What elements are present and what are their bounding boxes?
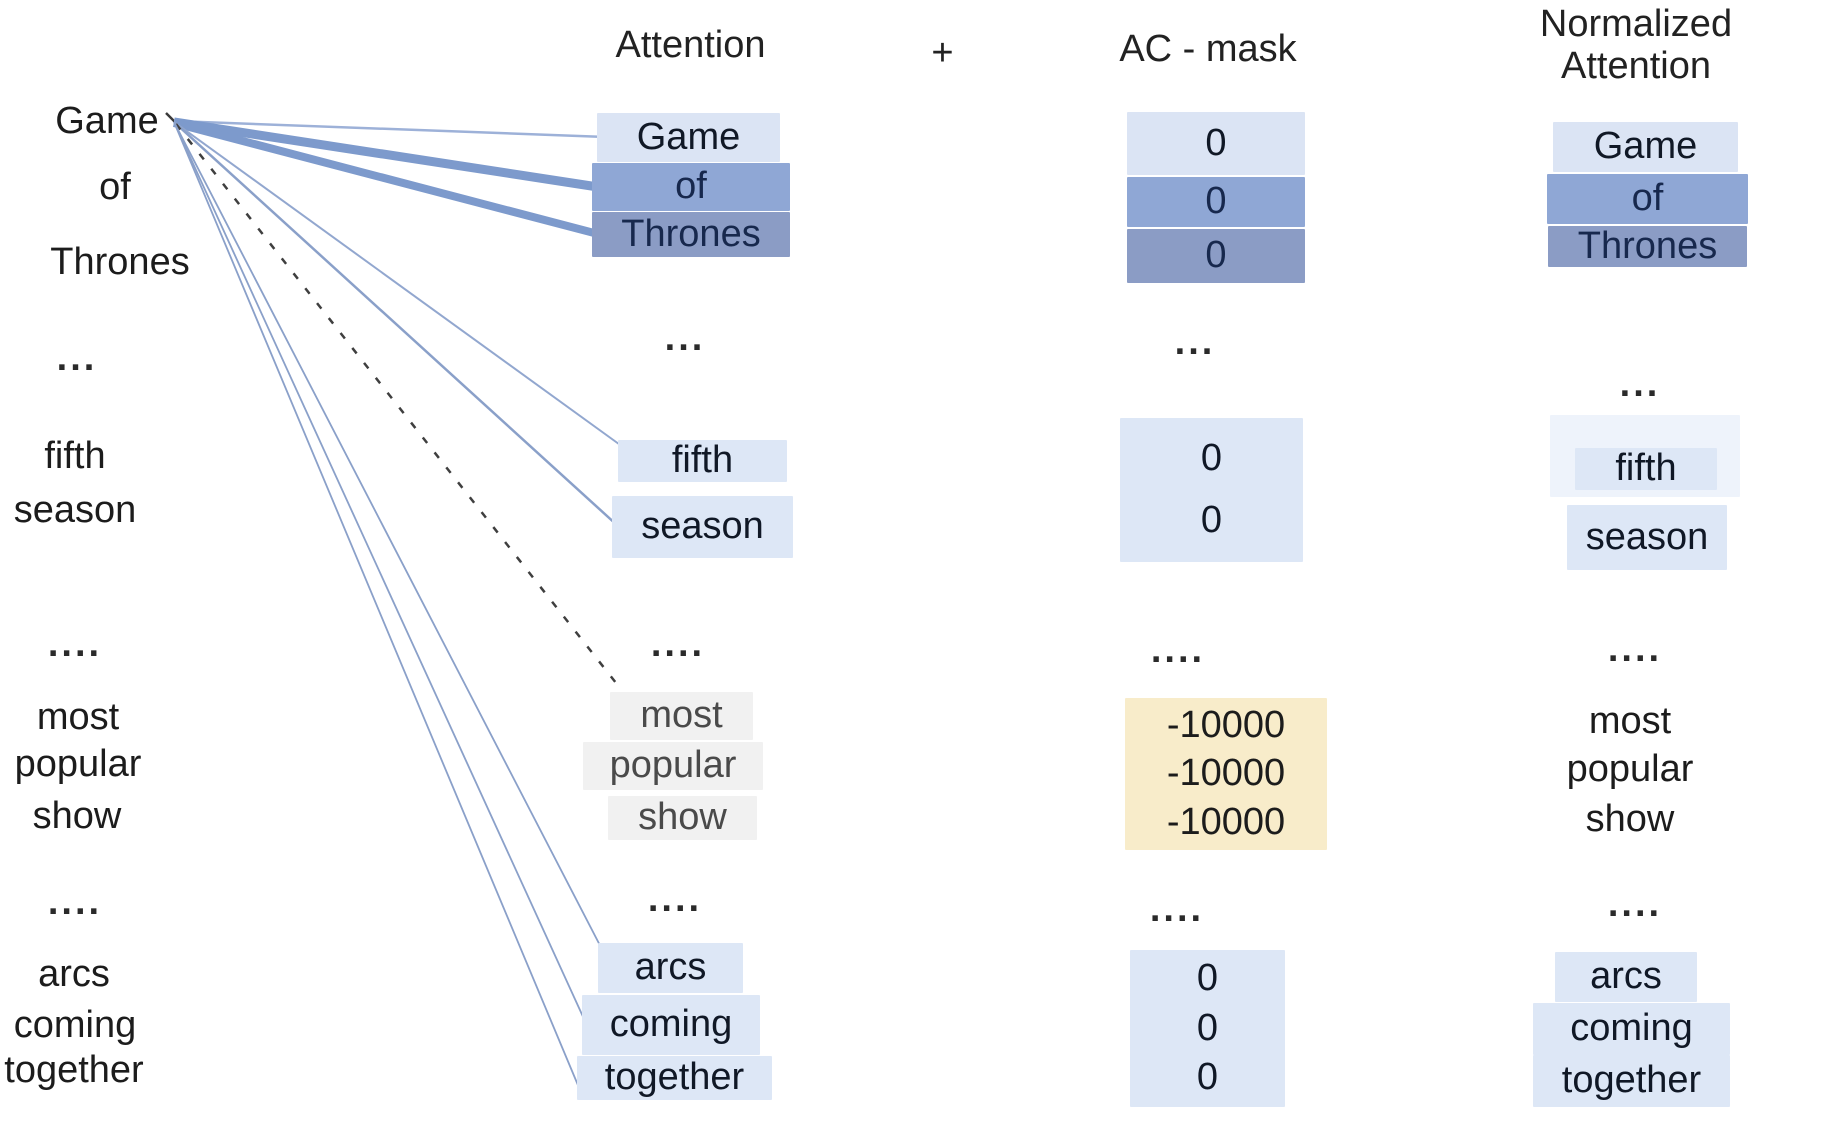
line-to-together [173,121,581,1091]
attention-box-together: together [577,1056,772,1100]
source-token-coming: coming [13,1004,137,1047]
ac-mask-zero-of: 0 [1127,177,1305,227]
attention-ellipsis-1: ... [664,317,706,360]
ac-mask-ellipsis-2: .... [1150,629,1206,672]
normalized-token-show: show [1585,798,1675,841]
normalized-box-coming: coming [1533,1003,1730,1055]
attention-ellipsis-3: .... [647,878,703,921]
ac-mask-zero-coming: 0 [1196,1006,1219,1049]
attention-box-season: season [612,496,793,558]
ac-mask-zero-season: 0 [1200,499,1223,542]
dashed-line-to-most [175,123,621,689]
ac-mask-negative-block: -10000 -10000 -10000 [1125,698,1327,850]
normalized-token-popular: popular [1566,748,1694,791]
line-to-thrones [172,119,600,238]
normalized-ellipsis-3: .... [1607,883,1663,926]
source-token-popular: popular [14,743,142,786]
attention-column-header: Attention [615,24,766,67]
line-to-season [173,121,619,527]
attention-box-fifth: fifth [618,439,787,482]
line-to-game [173,119,607,139]
attention-box-of: of [592,163,790,211]
ac-mask-ellipsis-3: .... [1149,888,1205,931]
attention-box-arcs: arcs [598,943,743,993]
source-token-show: show [32,795,122,838]
source-ellipsis-1: ... [56,337,98,380]
source-token-thrones: Thrones [50,241,190,284]
ac-mask-zero-game: 0 [1127,112,1305,175]
source-token-season: season [13,489,137,532]
attention-box-game: Game [597,113,780,162]
ac-mask-zero-pair: 0 0 [1120,418,1303,562]
line-to-fifth [173,121,624,448]
plus-operator: + [931,32,954,75]
attention-box-show: show [608,796,757,840]
source-ellipsis-3: .... [47,881,103,924]
normalized-box-together: together [1533,1055,1730,1107]
normalized-box-season: season [1567,505,1727,570]
ac-mask-zero-thrones: 0 [1127,229,1305,283]
source-token-together: together [4,1049,144,1092]
source-token-game: Game [55,100,159,143]
normalized-token-most: most [1588,700,1672,743]
attention-box-thrones: Thrones [592,212,790,257]
ac-mask-neg-popular: -10000 [1166,752,1286,795]
ac-mask-neg-most: -10000 [1166,703,1286,746]
source-ellipsis-2: .... [47,623,103,666]
ac-mask-neg-show: -10000 [1166,800,1286,843]
attention-ellipsis-2: .... [650,623,706,666]
attention-box-coming: coming [582,995,760,1055]
line-to-coming [173,121,591,1033]
normalized-box-of: of [1547,174,1748,224]
line-to-of [173,117,599,192]
ac-mask-zero-arcs: 0 [1196,956,1219,999]
ac-mask-column-header: AC - mask [1119,28,1297,71]
normalized-column-header: Normalized Attention [1539,3,1733,87]
normalized-ellipsis-2: .... [1607,628,1663,671]
normalized-ellipsis-1: ... [1619,363,1661,406]
normalized-box-fifth: fifth [1575,447,1717,490]
attention-box-most: most [610,692,753,740]
source-token-most: most [36,696,120,739]
normalized-box-thrones: Thrones [1548,225,1747,267]
normalized-box-arcs: arcs [1555,952,1697,1002]
ac-mask-zero-fifth: 0 [1200,437,1223,480]
normalized-box-game: Game [1553,122,1738,172]
attention-box-popular: popular [583,742,763,790]
ac-mask-ellipsis-1: ... [1174,321,1216,364]
ac-mask-zero-together: 0 [1196,1056,1219,1099]
source-token-of: of [99,166,131,209]
source-token-fifth: fifth [44,435,106,478]
ac-mask-zero-triple: 0 0 0 [1130,950,1285,1107]
line-to-arcs [173,121,607,958]
source-token-arcs: arcs [38,953,110,996]
